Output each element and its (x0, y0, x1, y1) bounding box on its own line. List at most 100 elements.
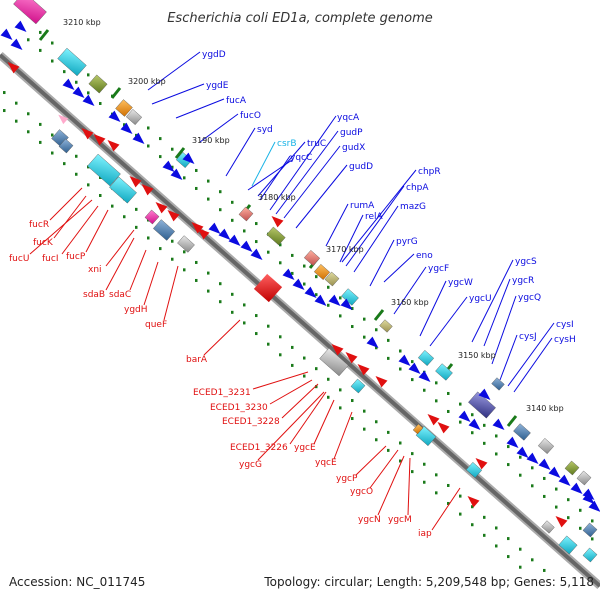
track-dot (459, 420, 462, 424)
kbp-tick (38, 29, 50, 41)
label-leader-line (147, 51, 201, 91)
track-dot (459, 512, 462, 516)
track-dot (375, 346, 378, 350)
forward-gene-arrow (218, 228, 231, 240)
forward-gene-arrow (132, 132, 145, 144)
track-dot (435, 381, 438, 385)
track-dot (147, 144, 150, 148)
track-dot (411, 360, 414, 364)
track-dot (27, 112, 30, 116)
label-leader-line (269, 115, 337, 211)
label-leader-line (499, 334, 518, 381)
track-dot (219, 208, 222, 212)
track-dot (459, 494, 462, 498)
accession-text: Accession: NC_011745 (9, 575, 145, 589)
label-leader-line (275, 130, 339, 215)
forward-gene-arrow (228, 234, 241, 246)
track-dot (507, 463, 510, 467)
label-leader-line (353, 205, 399, 273)
label-leader-line (105, 229, 135, 267)
gene-label-ygcQ: ygcQ (518, 293, 541, 303)
track-dot (375, 420, 378, 424)
track-dot (291, 363, 294, 367)
track-dot (171, 257, 174, 261)
track-dot (399, 459, 402, 463)
track-dot (351, 417, 354, 421)
track-dot (195, 278, 198, 282)
cds-feature-boxes (13, 0, 598, 563)
track-dot (75, 154, 78, 158)
track-dot (447, 409, 450, 413)
track-dot (327, 303, 330, 307)
track-dot (423, 462, 426, 466)
track-dot (159, 155, 162, 159)
track-dot (87, 91, 90, 95)
track-dot (147, 236, 150, 240)
kbp-tick (174, 147, 186, 159)
track-dot (219, 190, 222, 194)
gene-label-relA: relA (365, 212, 384, 222)
map-title: Escherichia coli ED1a, complete genome (167, 11, 433, 26)
track-dot (375, 328, 378, 332)
track-dot (495, 434, 498, 438)
track-dot (231, 218, 234, 222)
gene-label-cysI: cysI (556, 320, 574, 330)
kbp-label: 3180 kbp (258, 193, 296, 202)
kbp-label: 3150 kbp (458, 351, 496, 360)
cds-box (435, 363, 453, 381)
label-leader-line (49, 187, 83, 221)
genome-summary-text: Topology: circular; Length: 5,209,548 bp… (263, 575, 594, 589)
track-dot (495, 526, 498, 530)
track-dot (291, 271, 294, 275)
track-dot (387, 338, 390, 342)
gene-label-xni: xni (88, 265, 102, 275)
label-leader-line (175, 98, 225, 119)
label-leader-line (53, 195, 87, 239)
label-leaders (29, 51, 555, 531)
label-leader-line (105, 237, 135, 291)
kbp-label: 3160 kbp (391, 298, 429, 307)
track-dot (591, 537, 594, 541)
forward-gene-arrow (558, 474, 571, 486)
track-dot (315, 275, 318, 279)
label-leader-line (283, 145, 341, 219)
track-dot (291, 253, 294, 257)
track-dot (279, 261, 282, 265)
reverse-gene-arrow (129, 176, 142, 188)
gene-label-fucO: fucO (240, 111, 261, 121)
track-dot (363, 317, 366, 321)
track-dot (507, 445, 510, 449)
track-dot (63, 70, 66, 74)
forward-gene-arrow (340, 298, 353, 310)
track-dot (243, 303, 246, 307)
track-dot (87, 183, 90, 187)
gene-label-yqcA: yqcA (337, 113, 360, 123)
gene-label-ECED1_3228: ECED1_3228 (222, 417, 280, 427)
track-dot (267, 324, 270, 328)
track-dot (363, 335, 366, 339)
label-leader-line (355, 445, 387, 476)
track-dot (495, 544, 498, 548)
track-dot (387, 430, 390, 434)
gene-label-cysJ: cysJ (519, 332, 537, 342)
label-leader-line (333, 411, 353, 460)
gene-label-ygcM: ygcM (388, 515, 412, 525)
track-dot (375, 438, 378, 442)
track-dot (543, 568, 546, 572)
label-leader-line (29, 199, 93, 255)
forward-gene-arrow (282, 268, 295, 280)
label-leader-line (151, 83, 205, 105)
forward-gene-arrow (14, 20, 27, 32)
track-dot (363, 427, 366, 431)
gene-label-ygcF: ygcF (428, 264, 449, 274)
forward-gene-arrow (162, 160, 175, 172)
track-dot (435, 491, 438, 495)
track-dot (531, 466, 534, 470)
reverse-gene-arrow (155, 202, 168, 214)
kbp-scale-labels: 3210 kbp 3200 kbp 3190 kbp 3180 kbp 3170… (63, 18, 564, 413)
label-leader-line (203, 319, 241, 356)
track-dot (363, 409, 366, 413)
track-dot (39, 122, 42, 126)
label-leader-line (383, 253, 415, 283)
track-dot (183, 268, 186, 272)
